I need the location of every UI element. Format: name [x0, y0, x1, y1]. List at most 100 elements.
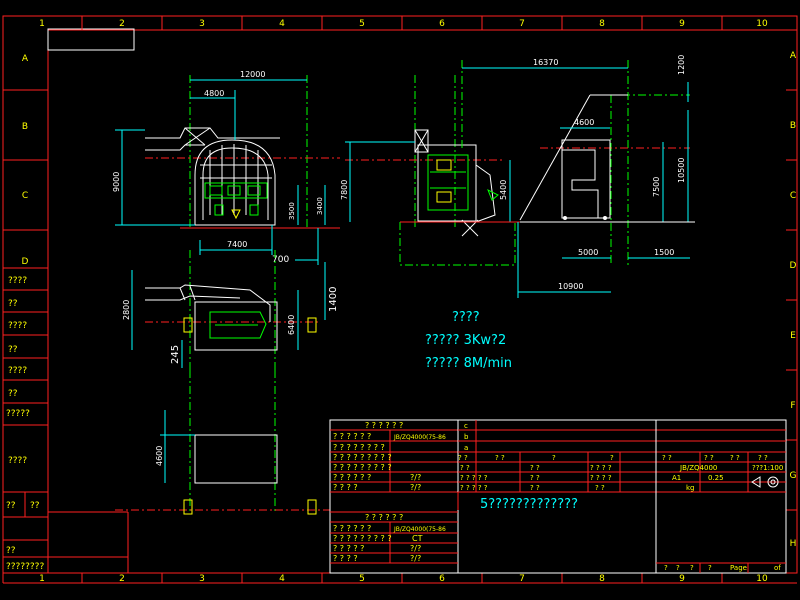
dim-label: 10900	[558, 282, 583, 291]
mid-header: ?	[552, 454, 556, 462]
footer-cell: ?	[664, 564, 668, 572]
tb-heading: ? ? ? ? ? ?	[365, 513, 403, 522]
front-elevation-view: 12000 4800 9000 3500 3400 7400 700	[112, 70, 340, 265]
dim-label: 2800	[122, 300, 131, 320]
col-label: 2	[119, 574, 125, 584]
strip-cell: ??	[6, 501, 16, 511]
col-label: 7	[519, 574, 525, 584]
dim-label: 6400	[287, 315, 296, 335]
side-elevation-view: 7800 5400	[340, 75, 520, 266]
col-label: 2	[119, 19, 125, 29]
tb-label: ? ? ? ?	[333, 554, 358, 563]
weight-unit: kg	[686, 484, 695, 492]
dim-label: 9000	[112, 172, 121, 192]
dim-label: 1400	[328, 287, 339, 312]
tb-heading: ? ? ? ? ? ?	[365, 421, 403, 430]
dim-label: 3500	[288, 202, 296, 220]
tb-label: ? ? ? ? ? ?	[333, 432, 371, 441]
dim-label: 245	[170, 345, 181, 364]
dim-label: 7800	[340, 180, 349, 200]
tb-label: ? ? ? ? ? ? ? ? ?	[333, 453, 392, 462]
col-label: 10	[756, 19, 768, 29]
col-label: 5	[359, 19, 365, 29]
tb-label: ? ? ? ?	[333, 483, 358, 492]
strip-cell: ??	[30, 501, 40, 511]
right-header: ? ?	[704, 454, 714, 462]
mid-cell: ? ?	[460, 464, 470, 472]
dim-label: 10500	[677, 158, 686, 183]
tb-label: ? ? ? ? ? ? ? ? ?	[333, 463, 392, 472]
right-header: ? ?	[730, 454, 740, 462]
strip-cell: ????	[8, 456, 27, 466]
row-label: A	[790, 51, 797, 61]
strip-cell: ????	[8, 366, 27, 376]
mid-cell: ? ? ? ? ?	[460, 484, 488, 492]
col-label: 9	[679, 19, 685, 29]
col-label: 10	[756, 574, 768, 584]
row-label: A	[22, 54, 29, 64]
tb-value: CT	[412, 534, 423, 543]
dim-label: 4600	[574, 118, 594, 127]
tb-value: ?/?	[410, 544, 421, 553]
rev-mark: c	[464, 422, 468, 430]
tb-value: ?/?	[410, 483, 421, 492]
drawing-number: JB/ZQ4000	[679, 464, 717, 472]
mid-cell: ? ? ? ?	[590, 474, 612, 482]
spec-notes: ???? ????? 3Kw?2 ????? 8M/min	[425, 310, 512, 371]
col-label: 8	[599, 19, 605, 29]
footer-cell: ?	[676, 564, 680, 572]
strip-cell: ????????	[6, 562, 44, 572]
mid-header: ? ?	[495, 454, 505, 462]
column-index-bottom: 1 2 3 4 5 6 7 8 9 10	[39, 573, 768, 584]
col-label: 5	[359, 574, 365, 584]
tb-label: ? ? ? ? ?	[333, 544, 364, 553]
col-label: 7	[519, 19, 525, 29]
col-label: 6	[439, 19, 445, 29]
strip-cell: ??	[8, 299, 18, 309]
dim-label: 1200	[677, 55, 686, 75]
dim-label: 7400	[227, 240, 247, 249]
col-label: 3	[199, 19, 205, 29]
left-strip-table: ???? ?? ???? ?? ???? ?? ????? ???? ?? ??…	[3, 267, 48, 572]
col-label: 9	[679, 574, 685, 584]
tb-label: ? ? ? ? ? ?	[333, 473, 371, 482]
col-label: 1	[39, 19, 45, 29]
strip-cell: ?????	[6, 409, 30, 419]
sheet-size: A1	[672, 474, 681, 482]
strip-cell: ??	[8, 345, 18, 355]
plan-view: 2800 6400 1400 245	[122, 250, 339, 370]
row-label: D	[790, 261, 797, 271]
row-label: E	[790, 331, 796, 341]
col-label: 8	[599, 574, 605, 584]
tb-label: ? ? ? ? ? ? ? ? ?	[333, 534, 392, 543]
row-label: B	[790, 121, 796, 131]
dim-label: 16370	[533, 58, 558, 67]
weight: 0.25	[708, 474, 724, 482]
rev-mark: a	[464, 444, 468, 452]
spec-title: ????	[452, 310, 480, 325]
tb-value: ?/?	[410, 554, 421, 563]
right-header: ? ?	[758, 454, 768, 462]
of-label: of	[774, 564, 781, 572]
dim-label: 5000	[578, 248, 598, 257]
column-index-top: 1 2 3 4 5 6 7 8 9 10	[39, 16, 768, 30]
row-label: C	[22, 191, 28, 201]
dim-label: 1500	[654, 248, 674, 257]
strip-cell: ??	[6, 546, 16, 556]
scale: ???1:100	[752, 464, 783, 472]
lower-detail-view: 4600	[115, 370, 330, 515]
dim-label: 5400	[499, 180, 508, 200]
dim-label: 12000	[240, 70, 265, 79]
col-label: 6	[439, 574, 445, 584]
dim-label: 4800	[204, 89, 224, 98]
bottom-left-boxes	[48, 511, 129, 573]
dim-label: 700	[272, 255, 289, 265]
mid-cell: ? ? ? ? ?	[460, 474, 488, 482]
drawing-title: 5?????????????	[480, 497, 578, 512]
col-label: 3	[199, 574, 205, 584]
drawing-frame	[2, 15, 798, 584]
mid-header: ? ?	[458, 454, 468, 462]
footer-cell: ?	[690, 564, 694, 572]
spec-power: ????? 3Kw?2	[425, 333, 506, 348]
